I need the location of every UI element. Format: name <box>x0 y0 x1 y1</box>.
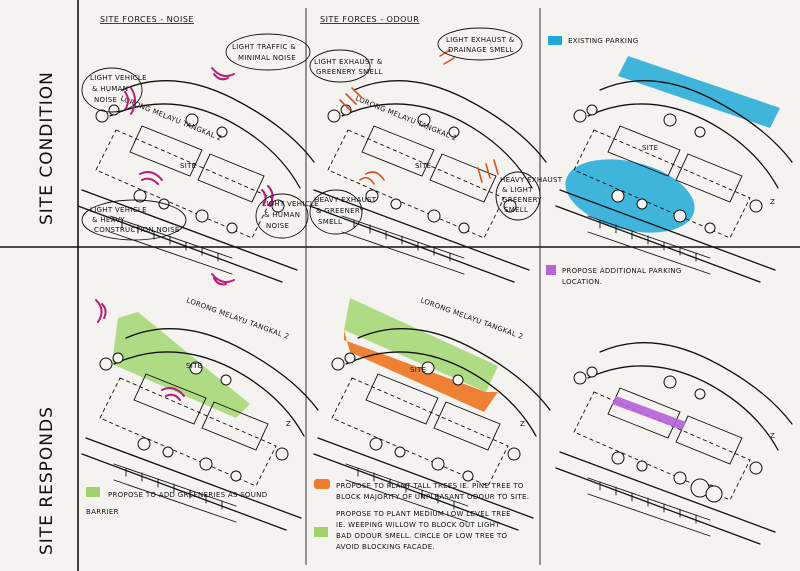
noise-wave-north <box>211 67 235 81</box>
additional-parking-legend-swatch <box>546 265 556 275</box>
odour-note-2-line-2: GREENERY SMELL <box>316 68 383 76</box>
noise-wave-south <box>139 171 163 185</box>
panel-odour-title: SITE FORCES - ODOUR <box>320 15 419 24</box>
odour-note-4-line-4: SMELL <box>504 206 528 214</box>
tall-tree-perimeter <box>344 330 498 412</box>
noise-response-wave-west <box>95 299 107 323</box>
noise-note-bubble-4 <box>255 193 309 239</box>
odour-note-bubble-3 <box>309 189 363 235</box>
label-site-condition: SITE CONDITION <box>37 71 57 225</box>
medium-tree-legend-swatch <box>314 527 328 537</box>
odour-note-4-line-3: GREENERY <box>502 196 542 204</box>
noise-note-1-line-1: LIGHT TRAFFIC & <box>232 43 296 51</box>
existing-parking-area-south <box>565 159 695 233</box>
greenery-legend-swatch <box>86 487 100 497</box>
noise-note-4-line-3: NOISE <box>266 222 289 230</box>
noise-note-bubble-2 <box>81 67 143 113</box>
odour-note-2-line-1: LIGHT EXHAUST & <box>314 58 383 66</box>
tree-cluster-2 <box>705 485 723 503</box>
panel-noise-response: LORONG MELAYU TANGKAL 2 SITE Z PROPOSE T… <box>81 273 319 531</box>
panel-noise-title: SITE FORCES - NOISE <box>100 15 194 24</box>
odour-note-bubble-2 <box>309 49 371 83</box>
odour-marks-south <box>359 171 385 185</box>
odour-note-bubble-1 <box>437 27 523 61</box>
additional-parking-location <box>612 396 686 430</box>
panel-parking: EXISTING PARKING SITE Z <box>548 36 793 283</box>
panel-noise-site: SITE <box>180 162 196 170</box>
noise-note-2-line-3: NOISE <box>94 96 117 104</box>
noise-wave-west <box>124 87 136 115</box>
tall-tree-legend-line-1: PROPOSE TO PLANT TALL TREES IE. PINE TRE… <box>336 482 524 490</box>
existing-parking-area-north <box>618 56 780 128</box>
greenery-legend-line-1: PROPOSE TO ADD GREENERIES AS SOUND <box>108 491 267 499</box>
panel-odour-response-north: Z <box>520 420 525 428</box>
odour-note-4-line-2: & LIGHT <box>502 186 533 194</box>
additional-parking-legend-line-2: LOCATION. <box>562 278 602 286</box>
noise-response-wave-south <box>161 387 185 401</box>
panel-noise: SITE FORCES - NOISE LORONG MELAYU TANGKA… <box>77 15 319 283</box>
panel-odour-response-road: LORONG MELAYU TANGKAL 2 <box>419 296 524 341</box>
odour-note-1-line-2: DRAINAGE SMELL <box>448 46 514 54</box>
greenery-legend-line-2: BARRIER <box>86 508 119 516</box>
noise-note-bubble-1 <box>225 33 311 71</box>
odour-marks-west <box>339 87 363 111</box>
noise-note-4-line-1: LIGHT VEHICLE <box>262 200 319 208</box>
odour-note-bubble-4 <box>495 171 541 221</box>
odour-note-3-line-2: & GREENERY <box>316 207 365 215</box>
tall-tree-legend-line-2: BLOCK MAJORITY OF UNPLEASANT ODOUR TO SI… <box>336 493 529 501</box>
medium-tree-legend-line-3: BAD ODOUR SMELL. CIRCLE OF LOW TREE TO <box>336 532 508 540</box>
odour-marks-east <box>477 159 499 183</box>
panel-odour: SITE FORCES - ODOUR LORONG MELAYU TANGKA… <box>309 15 563 283</box>
panel-noise-response-site: SITE <box>186 362 202 370</box>
medium-tree-legend-line-4: AVOID BLOCKING FACADE. <box>336 543 435 551</box>
noise-note-bubble-3 <box>81 199 187 241</box>
panel-parking-response: PROPOSE ADDITIONAL PARKING LOCATION. Z <box>546 265 793 545</box>
noise-note-3-line-3: CONSTRUCTION NOISE <box>94 226 180 234</box>
panel-odour-response-site: SITE <box>410 366 426 374</box>
existing-parking-swatch <box>548 36 562 45</box>
odour-note-3-line-1: HEAVY EXHAUST <box>314 196 377 204</box>
noise-note-3-line-1: LIGHT VEHICLE <box>90 206 147 214</box>
panel-noise-response-north: Z <box>286 420 291 428</box>
greenery-barrier <box>112 312 250 418</box>
noise-note-3-line-2: & HEAVY <box>92 216 125 224</box>
existing-parking-legend: EXISTING PARKING <box>568 37 639 45</box>
panel-odour-site: SITE <box>415 162 431 170</box>
noise-note-2-line-2: & HUMAN <box>92 85 128 93</box>
medium-tree-legend-line-2: IE. WEEPING WILLOW TO BLOCK OUT LIGHT <box>336 521 500 529</box>
panel-noise-response-road: LORONG MELAYU TANGKAL 2 <box>185 296 290 341</box>
noise-note-4-line-2: & HUMAN <box>264 211 300 219</box>
noise-note-2-line-1: LIGHT VEHICLE <box>90 74 147 82</box>
odour-note-1-line-1: LIGHT EXHAUST & <box>446 36 515 44</box>
panel-parking-response-north: Z <box>770 432 775 440</box>
additional-parking-legend-line-1: PROPOSE ADDITIONAL PARKING <box>562 267 682 275</box>
panel-parking-north: Z <box>770 198 775 206</box>
label-site-responds: SITE RESPONDS <box>37 406 57 555</box>
tall-tree-legend-swatch <box>314 479 330 489</box>
panel-parking-site: SITE <box>642 144 658 152</box>
medium-tree-legend-line-1: PROPOSE TO PLANT MEDIUM LOW LEVEL TREE <box>336 510 511 518</box>
panel-odour-response: LORONG MELAYU TANGKAL 2 SITE Z PROPOSE T… <box>313 296 551 551</box>
odour-note-3-line-3: SMELL <box>318 218 342 226</box>
noise-response-wave-north <box>211 273 235 286</box>
noise-note-1-line-2: MINIMAL NOISE <box>238 54 296 62</box>
odour-note-4-line-1: HEAVY EXHAUST <box>500 176 563 184</box>
medium-tree-perimeter <box>344 298 498 392</box>
